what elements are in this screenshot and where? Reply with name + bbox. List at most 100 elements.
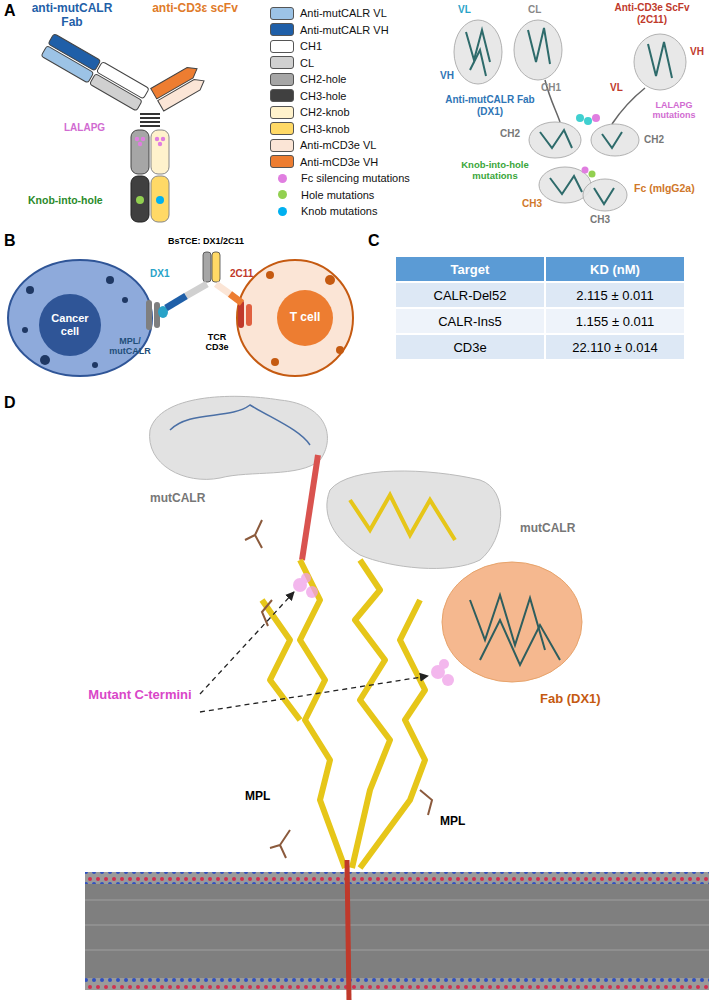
- fragment-label: Fc (mIgG2a): [634, 182, 695, 194]
- protein-model: [270, 830, 290, 858]
- protein-label: Fab (DX1): [540, 692, 601, 707]
- legend-row: Fc silencing mutations: [270, 171, 410, 185]
- antibody-schematic: [151, 130, 169, 174]
- antibody-schematic: [90, 74, 143, 111]
- antibody-schematic: [151, 63, 207, 111]
- legend-row: CL: [270, 56, 314, 70]
- legend-text: Hole mutations: [301, 189, 374, 201]
- protein-model: [245, 520, 432, 858]
- legend-swatch: [270, 7, 294, 20]
- table-cell: CALR-Ins5: [395, 308, 545, 334]
- structure-model: [529, 122, 581, 158]
- membrane: [85, 978, 709, 990]
- cell-illustration: [246, 304, 252, 326]
- structure-model: [583, 179, 627, 211]
- structure-model: [602, 132, 622, 148]
- domain-label: CH1: [541, 82, 561, 94]
- protein-model: [470, 595, 545, 650]
- antibody-schematic: [41, 33, 149, 111]
- antibody-schematic: [131, 176, 149, 222]
- table-header: KD (nM): [545, 256, 685, 282]
- structure-model: [550, 176, 582, 194]
- legend-row: CH1: [270, 39, 322, 53]
- legend-row: Anti-mCD3e VL: [270, 138, 376, 152]
- protein-model: [306, 586, 318, 598]
- cell-illustration: [40, 355, 50, 365]
- structure-model: [634, 34, 686, 90]
- legend-text: CH2-knob: [300, 106, 350, 118]
- legend-text: CH2-hole: [300, 73, 346, 85]
- panel-letter: B: [4, 232, 16, 250]
- legend-swatch: [278, 190, 287, 199]
- table-cell: 2.115 ± 0.011: [545, 282, 685, 308]
- protein-model: [293, 573, 454, 686]
- antibody-schematic: [155, 137, 159, 141]
- cell-illustration: [325, 275, 335, 285]
- legend-row: Hole mutations: [270, 188, 374, 202]
- antibody-schematic: [140, 125, 160, 127]
- legend-row: Anti-mutCALR VL: [270, 6, 387, 20]
- protein-model: [300, 560, 345, 868]
- protein-model: [302, 455, 318, 560]
- protein-model: [262, 600, 272, 626]
- legend-swatch: [270, 139, 294, 152]
- legend-row: CH3-knob: [270, 122, 350, 136]
- legend-row: CH2-knob: [270, 105, 350, 119]
- cell-nucleus: T cell: [277, 290, 333, 346]
- mutation-label: LALAPG: [64, 122, 105, 134]
- table-cell: 1.155 ± 0.011: [545, 308, 685, 334]
- cell-illustration: [92, 362, 98, 368]
- legend-swatch: [270, 23, 294, 36]
- antibody-schematic: [41, 46, 94, 83]
- cell-illustration: [271, 358, 279, 366]
- fragment-label: Anti-mutCALR Fab (DX1): [440, 94, 540, 117]
- structure-model: [454, 20, 502, 84]
- protein-model: [439, 659, 449, 669]
- protein-model: [480, 620, 560, 665]
- legend-text: Knob mutations: [301, 205, 377, 217]
- legend-swatch: [270, 89, 294, 102]
- membrane: [85, 872, 709, 990]
- protein-model: [301, 573, 311, 583]
- structure-model: [576, 114, 584, 122]
- structure-model: [589, 171, 596, 178]
- membrane: [85, 872, 709, 884]
- protein-label: MPL: [440, 815, 465, 829]
- molecule-label: BsTCE: DX1/2C11: [168, 236, 244, 246]
- fragment-label: Anti-CD3e ScFv (2C11): [602, 2, 702, 25]
- domain-label: CH3: [590, 214, 610, 226]
- leader-arrow: [200, 592, 428, 712]
- arm-title: anti-CD3ε scFv: [150, 2, 240, 16]
- cell-illustration: [8, 260, 353, 376]
- antibody-schematic: [158, 76, 207, 111]
- node-text: Cancer cell: [46, 312, 94, 337]
- cell-illustration: [336, 346, 344, 354]
- membrane: [85, 925, 709, 926]
- legend-swatch: [270, 122, 294, 135]
- bispecific-molecule: [230, 294, 242, 303]
- protein-model: [352, 560, 390, 868]
- receptor-label: MPL/ mutCALR: [106, 336, 154, 357]
- cell-illustration: [8, 260, 152, 376]
- bispecific-molecule: [212, 252, 220, 282]
- domain-label: VH: [690, 46, 704, 58]
- antibody-schematic: [140, 117, 160, 119]
- bispecific-molecule: [166, 252, 242, 308]
- antibody-schematic: [156, 196, 164, 204]
- protein-model: [420, 790, 432, 815]
- panel-letter: D: [4, 394, 16, 412]
- cell-illustration: [22, 327, 28, 333]
- structure-model: [591, 124, 639, 156]
- legend-swatch: [278, 207, 287, 216]
- antibody-schematic: [141, 137, 145, 141]
- protein-model: [347, 860, 349, 1000]
- antibody-schematic: [140, 121, 160, 123]
- legend-text: Anti-mCD3e VL: [300, 139, 376, 151]
- protein-label: MPL: [245, 790, 270, 804]
- protein-model: [327, 471, 501, 568]
- arm-label: 2C11: [230, 268, 253, 280]
- legend-row: Anti-mCD3e VH: [270, 155, 378, 169]
- bispecific-molecule: [166, 296, 186, 308]
- structure-model: [594, 188, 614, 204]
- structure-model: [514, 20, 562, 80]
